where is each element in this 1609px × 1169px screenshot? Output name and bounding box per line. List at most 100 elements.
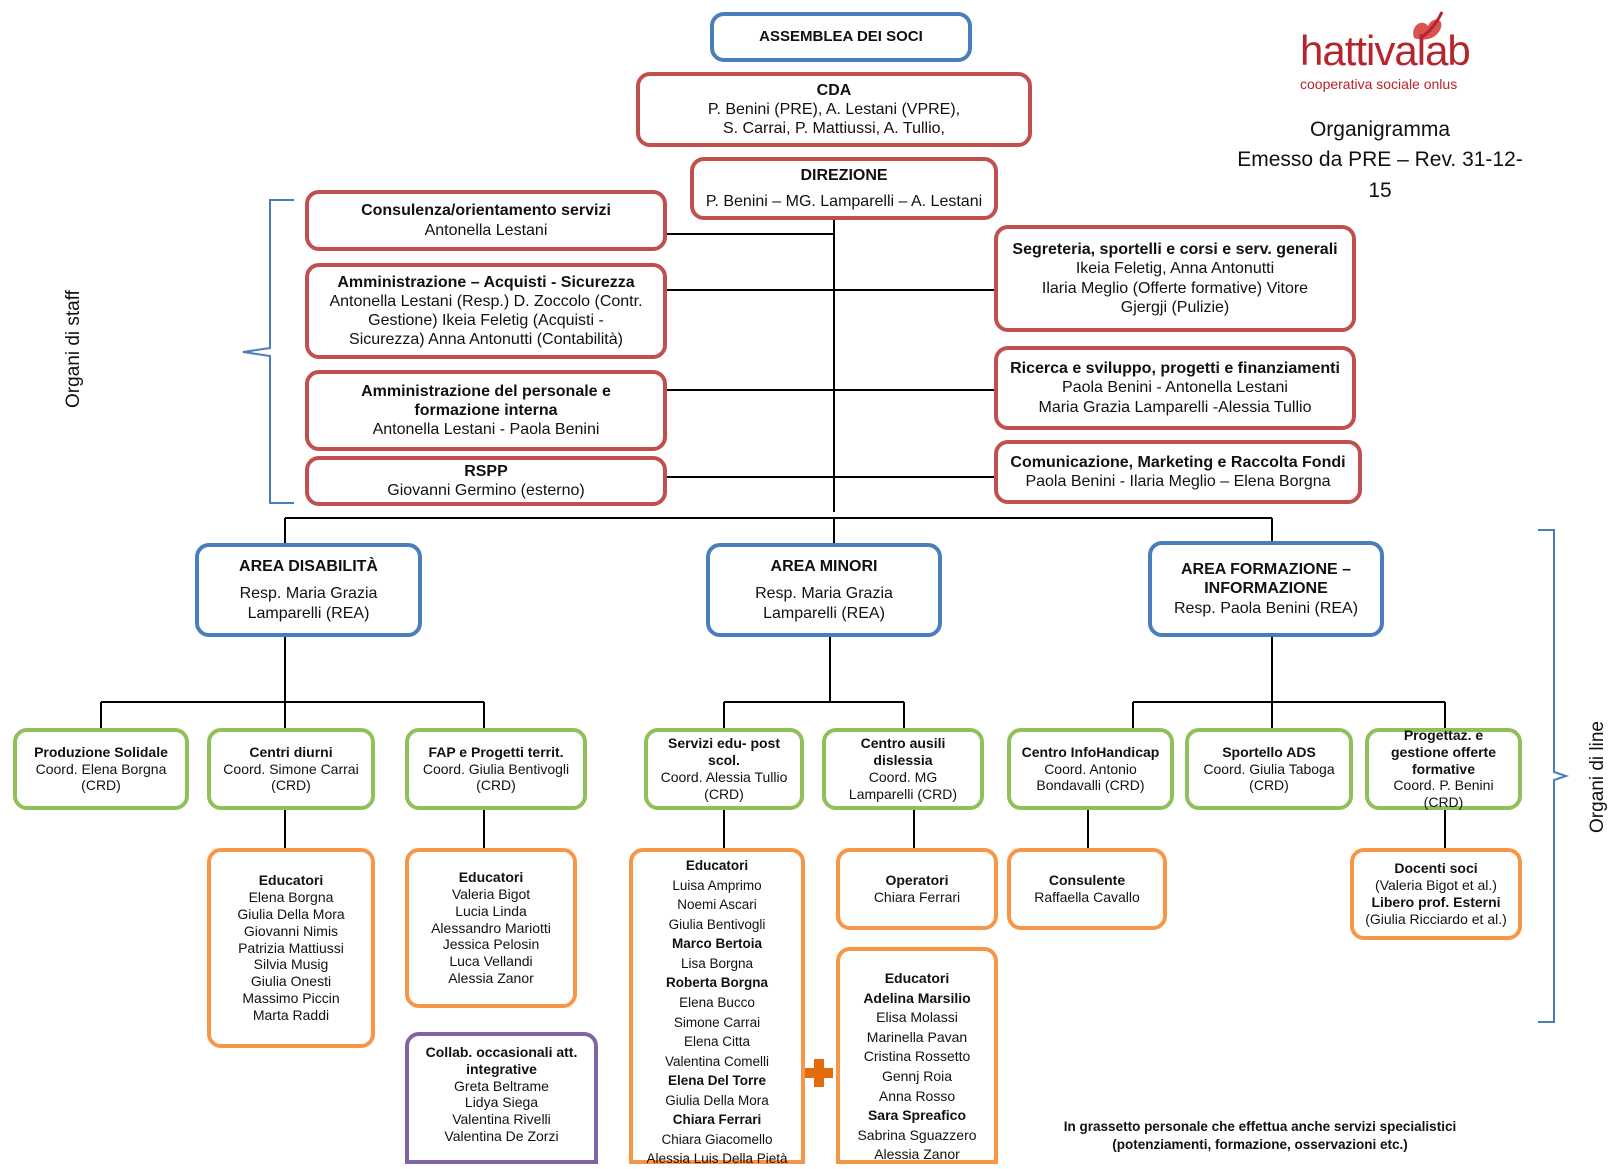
staff-consulenza-box: Consulenza/orientamento servizi Antonell… [305, 190, 667, 251]
box-line: (CRD) [1423, 794, 1464, 811]
box-line: Sicurezza) Anna Antonutti (Contabilità) [349, 331, 623, 349]
box-line: Coord. Simone Carrai [223, 760, 359, 777]
logo-heart-icon [1413, 11, 1444, 40]
box-line: Resp. Maria Grazia [239, 585, 378, 603]
box-line: Sara Spreafico [867, 1107, 967, 1124]
box-line: (CRD) [1249, 777, 1289, 794]
unit-infohandicap-box: Centro InfoHandicap Coord. Antonio Bonda… [1007, 728, 1174, 810]
box-title: Servizi edu- post scol. [667, 735, 781, 769]
box-line: Valentina Rivelli [452, 1111, 551, 1128]
educatori-fap-box: Educatori Valeria Bigot Lucia Linda Ales… [405, 848, 577, 1008]
unit-fap-box: FAP e Progetti territ. Coord. Giulia Ben… [405, 728, 587, 810]
staff-personale-box: Amministrazione del personale e formazio… [305, 370, 667, 451]
box-line: Anna Rosso [878, 1087, 956, 1104]
box-line: Adelina Marsilio [863, 989, 971, 1006]
educatori-centri-box: Educatori Elena Borgna Giulia Della Mora… [207, 848, 375, 1048]
unit-produzione-box: Produzione Solidale Coord. Elena Borgna … [13, 728, 189, 810]
box-line: Alessandro Mariotti [431, 919, 551, 936]
box-title: AREA FORMAZIONE – INFORMAZIONE [1180, 561, 1352, 598]
box-line: Coord. MG [868, 769, 938, 785]
box-title: Centro ausili dislessia [860, 735, 946, 769]
box-line: Alessia Zanor [874, 1146, 960, 1163]
box-line: Chiara Giacomello [661, 1131, 773, 1147]
box-line: Elena Del Torre [667, 1073, 767, 1089]
box-title: Centro InfoHandicap [1021, 743, 1160, 760]
box-title: ASSEMBLEA DEI SOCI [759, 28, 923, 45]
box-title: FAP e Progetti territ. [428, 743, 564, 760]
box-line: Coord. P. Benini [1393, 777, 1494, 794]
area-disabilita-box: AREA DISABILITÀ Resp. Maria Grazia Lampa… [195, 543, 422, 637]
box-line: Coord. Elena Borgna [35, 760, 167, 777]
box-line: Resp. Paola Benini (REA) [1173, 599, 1359, 617]
direzione-box: DIREZIONE P. Benini – MG. Lamparelli – A… [690, 157, 998, 220]
box-line: (CRD) [476, 777, 516, 794]
box-line: Luca Vellandi [449, 953, 533, 970]
box-line: Silvia Musig [253, 956, 329, 973]
revision-line: Emesso da PRE – Rev. 31-12-15 [1237, 148, 1523, 202]
box-line: Lamparelli (CRD) [848, 785, 958, 802]
box-title: RSPP [464, 462, 508, 480]
box-line: Lamparelli (REA) [247, 604, 370, 622]
box-line: Giovanni Germino (esterno) [387, 482, 585, 499]
area-formazione-box: AREA FORMAZIONE – INFORMAZIONE Resp. Pao… [1148, 541, 1384, 637]
assemblea-box: ASSEMBLEA DEI SOCI [710, 12, 972, 62]
box-line: Antonella Lestani - Paola Benini [372, 421, 600, 439]
box-line: Paola Benini - Antonella Lestani [1062, 379, 1288, 397]
educatori-servizi-box: Educatori Luisa Amprimo Noemi Ascari Giu… [629, 848, 805, 1166]
box-line: Marta Raddi [252, 1006, 330, 1023]
box-line: Antonella Lestani [424, 221, 548, 239]
box-line: Valeria Bigot [451, 886, 531, 902]
box-line: Greta Beltrame [454, 1077, 549, 1094]
box-line: Gjergji (Pulizie) [1120, 298, 1230, 316]
box-line: Luisa Amprimo [672, 877, 762, 893]
box-title: Ricerca e sviluppo, progetti e finanziam… [1010, 360, 1340, 378]
box-line: Libero prof. Esterni [1371, 894, 1501, 910]
box-title: Educatori [458, 869, 524, 886]
docenti-box: Docenti soci (Valeria Bigot et al.) Libe… [1350, 848, 1522, 940]
box-line: Elena Borgna [248, 889, 334, 906]
staff-comunicazione-box: Comunicazione, Marketing e Raccolta Fond… [994, 440, 1362, 504]
box-line: Paola Benini - Ilaria Meglio – Elena Bor… [1025, 473, 1331, 490]
box-line: Patrizia Mattiussi [238, 939, 344, 956]
box-line: (CRD) [81, 777, 121, 794]
box-line: S. Carrai, P. Mattiussi, A. Tullio, [722, 120, 945, 138]
box-title: Produzione Solidale [34, 743, 168, 760]
box-line: Jessica Pelosin [442, 936, 540, 953]
box-line: Giulia Bentivogli [668, 916, 766, 932]
box-line: Valentina Comelli [664, 1053, 770, 1069]
box-line: Resp. Maria Grazia [755, 585, 893, 603]
logo-tagline: cooperativa sociale onlus [1300, 76, 1458, 92]
box-line: Bondavalli (CRD) [1036, 777, 1145, 794]
legend-note: In grassetto personale che effettua anch… [1030, 1118, 1490, 1154]
box-title: Progettaz. e gestione offerte formative [1390, 727, 1496, 777]
box-line: Giulia Della Mora [237, 906, 345, 922]
box-title: Docenti soci [1394, 860, 1478, 877]
logo-brand: hattivalab [1300, 27, 1471, 74]
box-line: Gestione) Ikeia Feletig (Acquisti - [368, 312, 604, 329]
box-line: Elena Bucco [679, 994, 755, 1010]
box-title: Consulenza/orientamento servizi [361, 202, 611, 220]
title-line: Organigramma [1309, 118, 1451, 141]
staff-segreteria-box: Segreteria, sportelli e corsi e serv. ge… [994, 225, 1356, 332]
box-line: Maria Grazia Lamparelli -Alessia Tullio [1038, 398, 1312, 416]
box-line: (Valeria Bigot et al.) [1375, 877, 1497, 894]
box-line: Chiara Ferrari [672, 1112, 762, 1128]
staff-amministrazione-box: Amministrazione – Acquisti - Sicurezza A… [305, 263, 667, 359]
unit-centri-diurni-box: Centri diurni Coord. Simone Carrai (CRD) [207, 728, 375, 810]
box-line: Valentina De Zorzi [444, 1127, 559, 1144]
box-title: AREA MINORI [770, 558, 878, 576]
box-line: Elisa Molassi [876, 1009, 958, 1026]
unit-sportello-ads-box: Sportello ADS Coord. Giulia Taboga (CRD) [1185, 728, 1353, 810]
box-title: Educatori [884, 970, 950, 986]
line-label: Organi di line [1587, 721, 1608, 833]
box-line: P. Benini (PRE), A. Lestani (VPRE), [707, 100, 961, 118]
document-title: Organigramma Emesso da PRE – Rev. 31-12-… [1230, 115, 1530, 206]
box-line: Antonella Lestani (Resp.) D. Zoccolo (Co… [329, 292, 643, 310]
box-line: Ikeia Feletig, Anna Antonutti [1075, 260, 1275, 278]
box-title: Sportello ADS [1222, 743, 1316, 760]
unit-ausili-box: Centro ausili dislessia Coord. MG Lampar… [822, 728, 984, 810]
cda-box: CDA P. Benini (PRE), A. Lestani (VPRE), … [636, 72, 1032, 147]
collaboratori-box: Collab. occasionali att. integrative Gre… [405, 1032, 598, 1164]
box-line: Simone Carrai [673, 1014, 761, 1030]
box-line: Cristina Rossetto [863, 1048, 971, 1065]
